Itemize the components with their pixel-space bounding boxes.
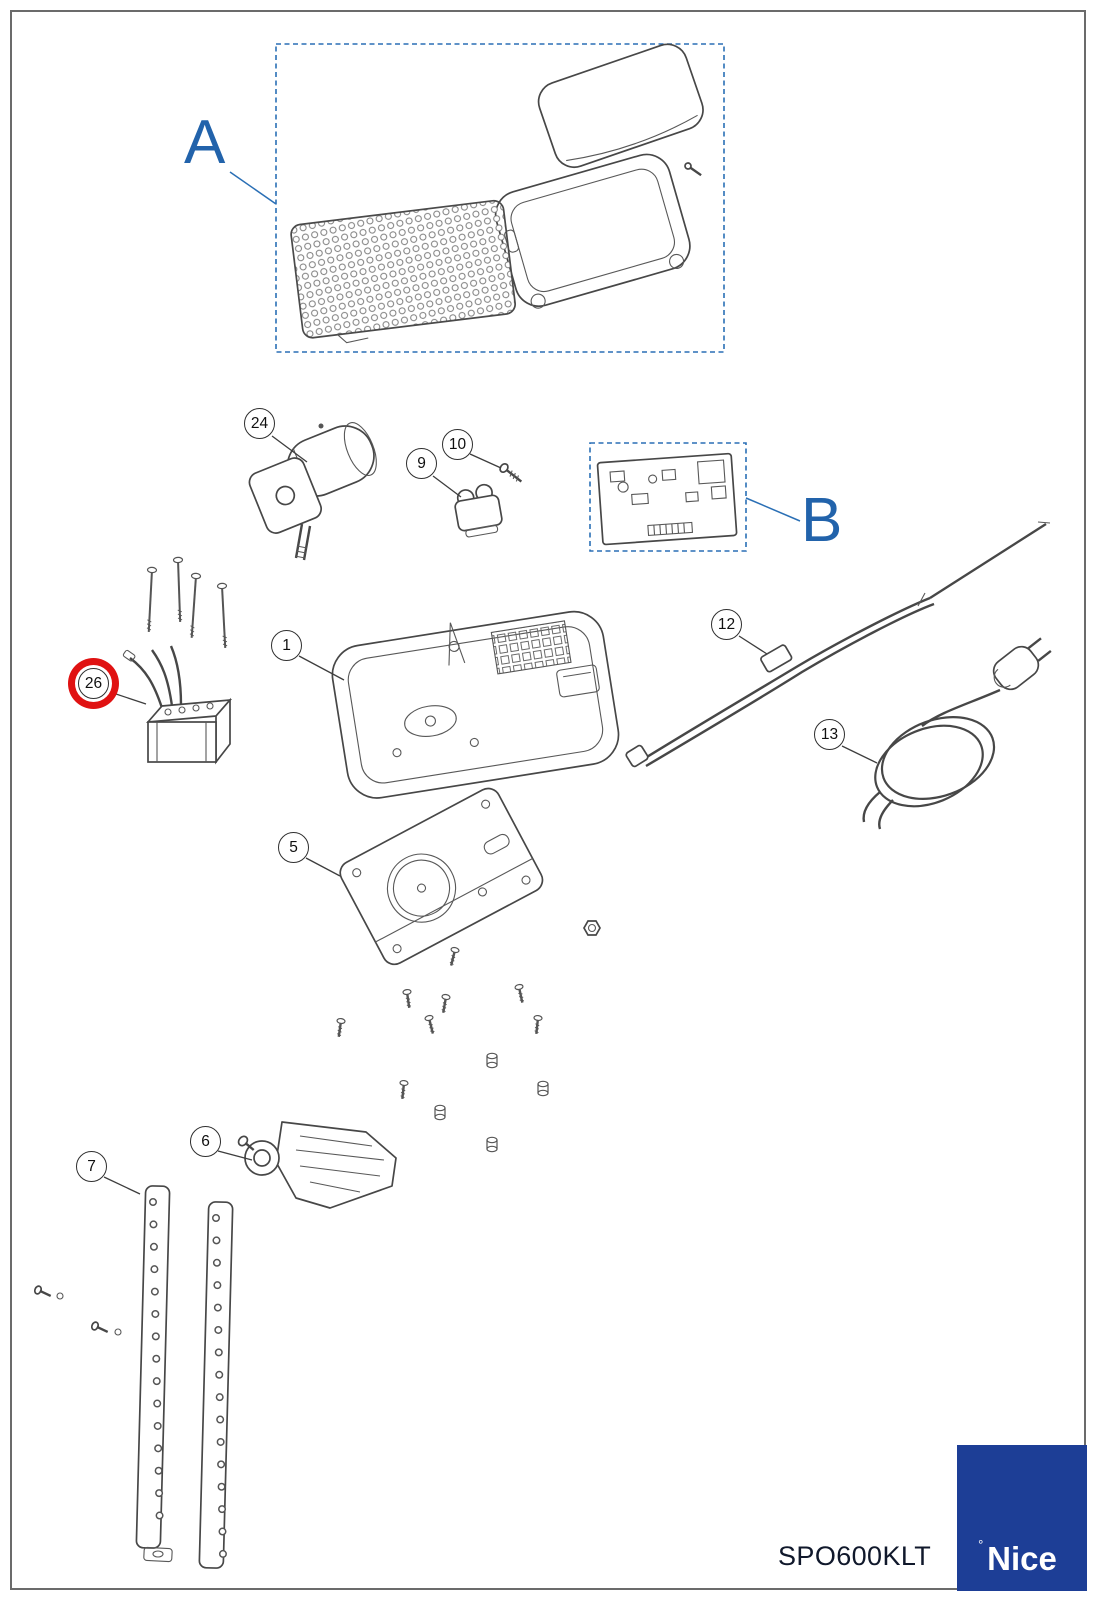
callout-part-9: 9 xyxy=(406,448,437,479)
wiring-harness-art xyxy=(625,521,1051,768)
product-code: SPO600KLT xyxy=(778,1541,932,1571)
power-cord-art xyxy=(862,637,1052,830)
base-plate-art xyxy=(339,787,544,966)
callout-part-13: 13 xyxy=(814,719,845,750)
group-a-box xyxy=(229,43,725,353)
gearmotor-art xyxy=(248,422,377,561)
limit-switch-art xyxy=(454,483,503,538)
callout-number: 10 xyxy=(448,435,467,453)
callout-part-5: 5 xyxy=(278,832,309,863)
logo-mark: ° xyxy=(978,1537,984,1552)
long-screws-art xyxy=(143,556,231,650)
callout-part-6: 6 xyxy=(190,1126,221,1157)
page-border xyxy=(10,10,1086,1590)
lamp-cover-art xyxy=(537,43,704,177)
brand-name: Nice xyxy=(987,1540,1057,1577)
release-bracket-art xyxy=(237,1121,397,1209)
base-housing-art xyxy=(331,610,620,799)
perforated-grille-art xyxy=(290,199,516,344)
mounting-rail-right-art xyxy=(198,1201,234,1569)
callout-number: 5 xyxy=(289,838,298,856)
callout-part-7: 7 xyxy=(76,1151,107,1182)
callout-leader-lines xyxy=(103,435,878,1195)
housing-cover-art xyxy=(494,153,691,309)
callout-number: 26 xyxy=(84,674,103,692)
brand-wordmark: °Nice xyxy=(978,1537,1057,1578)
group-label-b: B xyxy=(801,486,843,555)
callout-number: 13 xyxy=(820,725,839,743)
fasteners-art xyxy=(333,920,601,1153)
callout-number: 24 xyxy=(250,414,269,432)
group-label-a: A xyxy=(184,108,226,177)
transformer-art xyxy=(122,645,233,765)
group-b-box xyxy=(589,442,801,552)
callout-part-24: 24 xyxy=(244,408,275,439)
callout-number: 7 xyxy=(87,1157,96,1175)
callout-number: 6 xyxy=(201,1132,210,1150)
mounting-rail-left-art xyxy=(135,1185,173,1563)
callout-number: 12 xyxy=(717,615,736,633)
callout-part-12: 12 xyxy=(711,609,742,640)
callout-part-26-highlighted: 26 xyxy=(78,668,109,699)
rail-bolts-art xyxy=(33,1285,122,1336)
callout-number: 9 xyxy=(417,454,426,472)
callout-part-10: 10 xyxy=(442,429,473,460)
small-screw-art xyxy=(499,463,523,483)
control-board-art xyxy=(596,452,738,546)
callout-number: 1 xyxy=(282,636,291,654)
callout-part-1: 1 xyxy=(271,630,302,661)
brand-logo: °Nice xyxy=(957,1445,1087,1591)
